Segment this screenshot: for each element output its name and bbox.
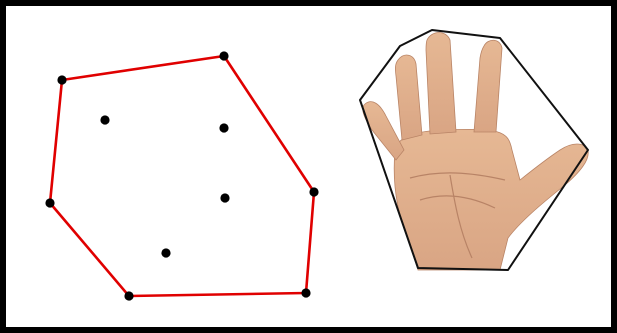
ring-finger — [395, 55, 422, 140]
hull-vertex-points — [45, 51, 318, 300]
interior-point — [220, 193, 229, 202]
hull-vertex — [57, 75, 66, 84]
hand-panel — [360, 30, 588, 270]
interior-point — [219, 123, 228, 132]
hand-image — [363, 33, 588, 271]
interior-point — [100, 115, 109, 124]
hull-vertex — [309, 187, 318, 196]
middle-finger — [426, 33, 456, 135]
point-set-panel — [45, 51, 318, 300]
convex-hull-polygon — [50, 56, 314, 296]
interior-points — [100, 115, 229, 257]
palm — [394, 129, 588, 270]
hull-vertex — [301, 288, 310, 297]
hull-vertex — [124, 291, 133, 300]
hull-vertex — [219, 51, 228, 60]
little-finger — [363, 102, 404, 160]
interior-point — [161, 248, 170, 257]
hull-vertex — [45, 198, 54, 207]
index-finger — [474, 40, 502, 132]
